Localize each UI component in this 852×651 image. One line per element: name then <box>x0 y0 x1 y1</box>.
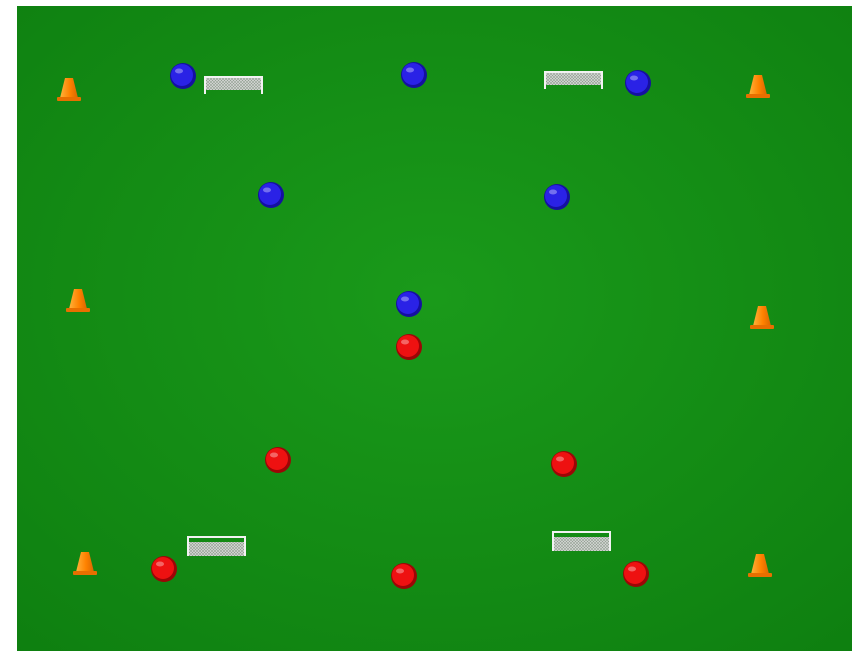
drill-diagram <box>17 6 852 651</box>
blue-player <box>544 184 570 210</box>
player-disc-icon <box>258 182 284 208</box>
player-disc-icon <box>151 556 177 582</box>
player-disc-icon <box>170 63 196 89</box>
player-disc-icon <box>625 70 651 96</box>
player-disc-icon <box>551 451 577 477</box>
blue-player <box>625 70 651 96</box>
red-player <box>265 447 291 473</box>
blue-player <box>258 182 284 208</box>
player-disc-icon <box>396 334 422 360</box>
player-disc-icon <box>544 184 570 210</box>
blue-player <box>396 291 422 317</box>
red-player <box>551 451 577 477</box>
blue-player <box>170 63 196 89</box>
pitch-surface <box>17 6 852 651</box>
player-disc-icon <box>401 62 427 88</box>
player-disc-icon <box>391 563 417 589</box>
red-player <box>151 556 177 582</box>
red-player <box>623 561 649 587</box>
red-player <box>391 563 417 589</box>
player-disc-icon <box>623 561 649 587</box>
player-disc-icon <box>265 447 291 473</box>
red-player <box>396 334 422 360</box>
player-disc-icon <box>396 291 422 317</box>
blue-player <box>401 62 427 88</box>
